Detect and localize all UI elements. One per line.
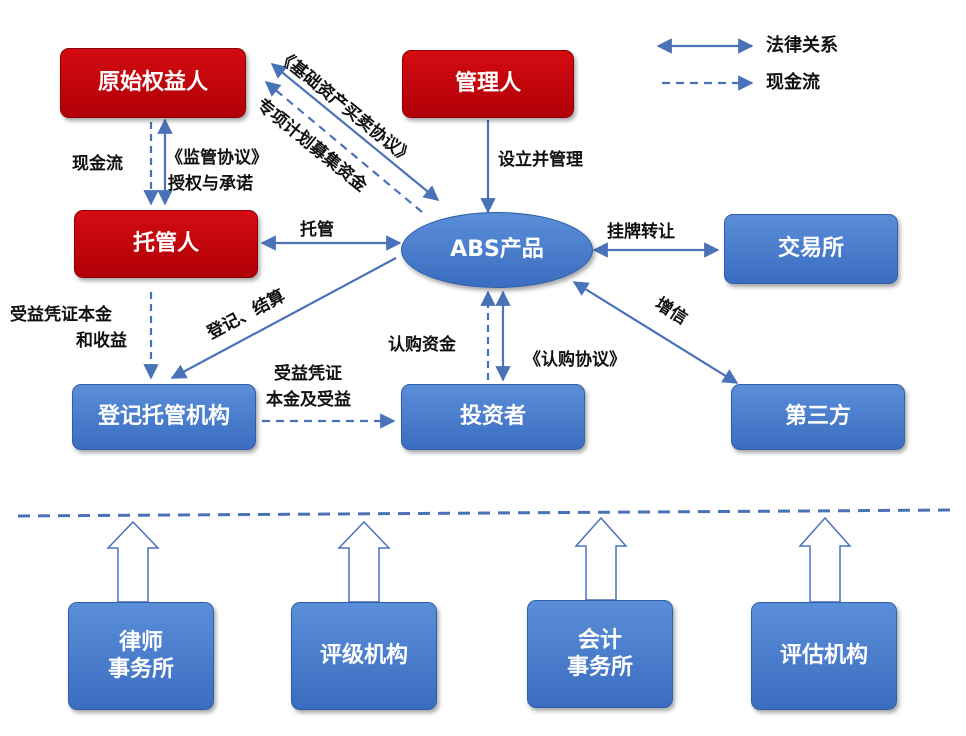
node-accounting-firm: 会计 事务所 bbox=[527, 600, 673, 708]
node-rating-agency: 评级机构 bbox=[291, 602, 437, 710]
node-registry: 登记托管机构 bbox=[72, 384, 256, 450]
arrow-abs-registry bbox=[170, 257, 397, 379]
node-appraisal-agency: 评估机构 bbox=[751, 602, 897, 710]
label-authorization: 授权与承诺 bbox=[168, 174, 253, 194]
label-principal-income-2: 和收益 bbox=[76, 331, 127, 351]
label-principal-yield-1: 受益凭证 bbox=[274, 364, 342, 384]
node-exchange: 交易所 bbox=[724, 214, 898, 284]
label-setup-manage: 设立并管理 bbox=[498, 150, 583, 170]
label-custody: 托管 bbox=[300, 220, 334, 240]
node-originator: 原始权益人 bbox=[60, 48, 246, 118]
law-firm-line-1: 律师 bbox=[118, 629, 163, 655]
section-divider bbox=[17, 508, 959, 518]
hollow-arrow-lawyer bbox=[106, 520, 160, 603]
hollow-arrow-appraisal bbox=[798, 516, 852, 603]
legend-legal-label: 法律关系 bbox=[766, 35, 838, 56]
label-subscription-funds: 认购资金 bbox=[388, 335, 456, 355]
accounting-firm-line-2: 事务所 bbox=[566, 655, 633, 680]
node-investor: 投资者 bbox=[401, 384, 585, 450]
node-third-party: 第三方 bbox=[731, 384, 905, 450]
label-supervision-agreement: 《监管协议》 bbox=[166, 148, 268, 168]
label-cash-flow: 现金流 bbox=[72, 154, 123, 174]
arrow-abs-originator-cash bbox=[264, 81, 423, 213]
node-manager: 管理人 bbox=[402, 50, 574, 118]
label-subscription-agreement: 《认购协议》 bbox=[524, 350, 626, 370]
label-principal-yield-2: 本金及受益 bbox=[266, 390, 351, 410]
hollow-arrow-accountant bbox=[574, 516, 628, 601]
legend-cash-label: 现金流 bbox=[766, 72, 820, 93]
arrow-abs-third-party bbox=[572, 281, 739, 384]
label-principal-income-1: 受益凭证本金 bbox=[10, 305, 112, 325]
node-law-firm: 律师 事务所 bbox=[68, 602, 214, 710]
label-listing-transfer: 挂牌转让 bbox=[607, 222, 675, 242]
arrow-originator-abs-legal bbox=[270, 63, 440, 201]
accounting-firm-line-1: 会计 bbox=[577, 627, 622, 653]
node-abs-product: ABS产品 bbox=[401, 212, 593, 288]
node-custodian: 托管人 bbox=[74, 210, 258, 278]
hollow-arrow-rating bbox=[337, 520, 391, 603]
law-firm-line-2: 事务所 bbox=[107, 657, 174, 682]
